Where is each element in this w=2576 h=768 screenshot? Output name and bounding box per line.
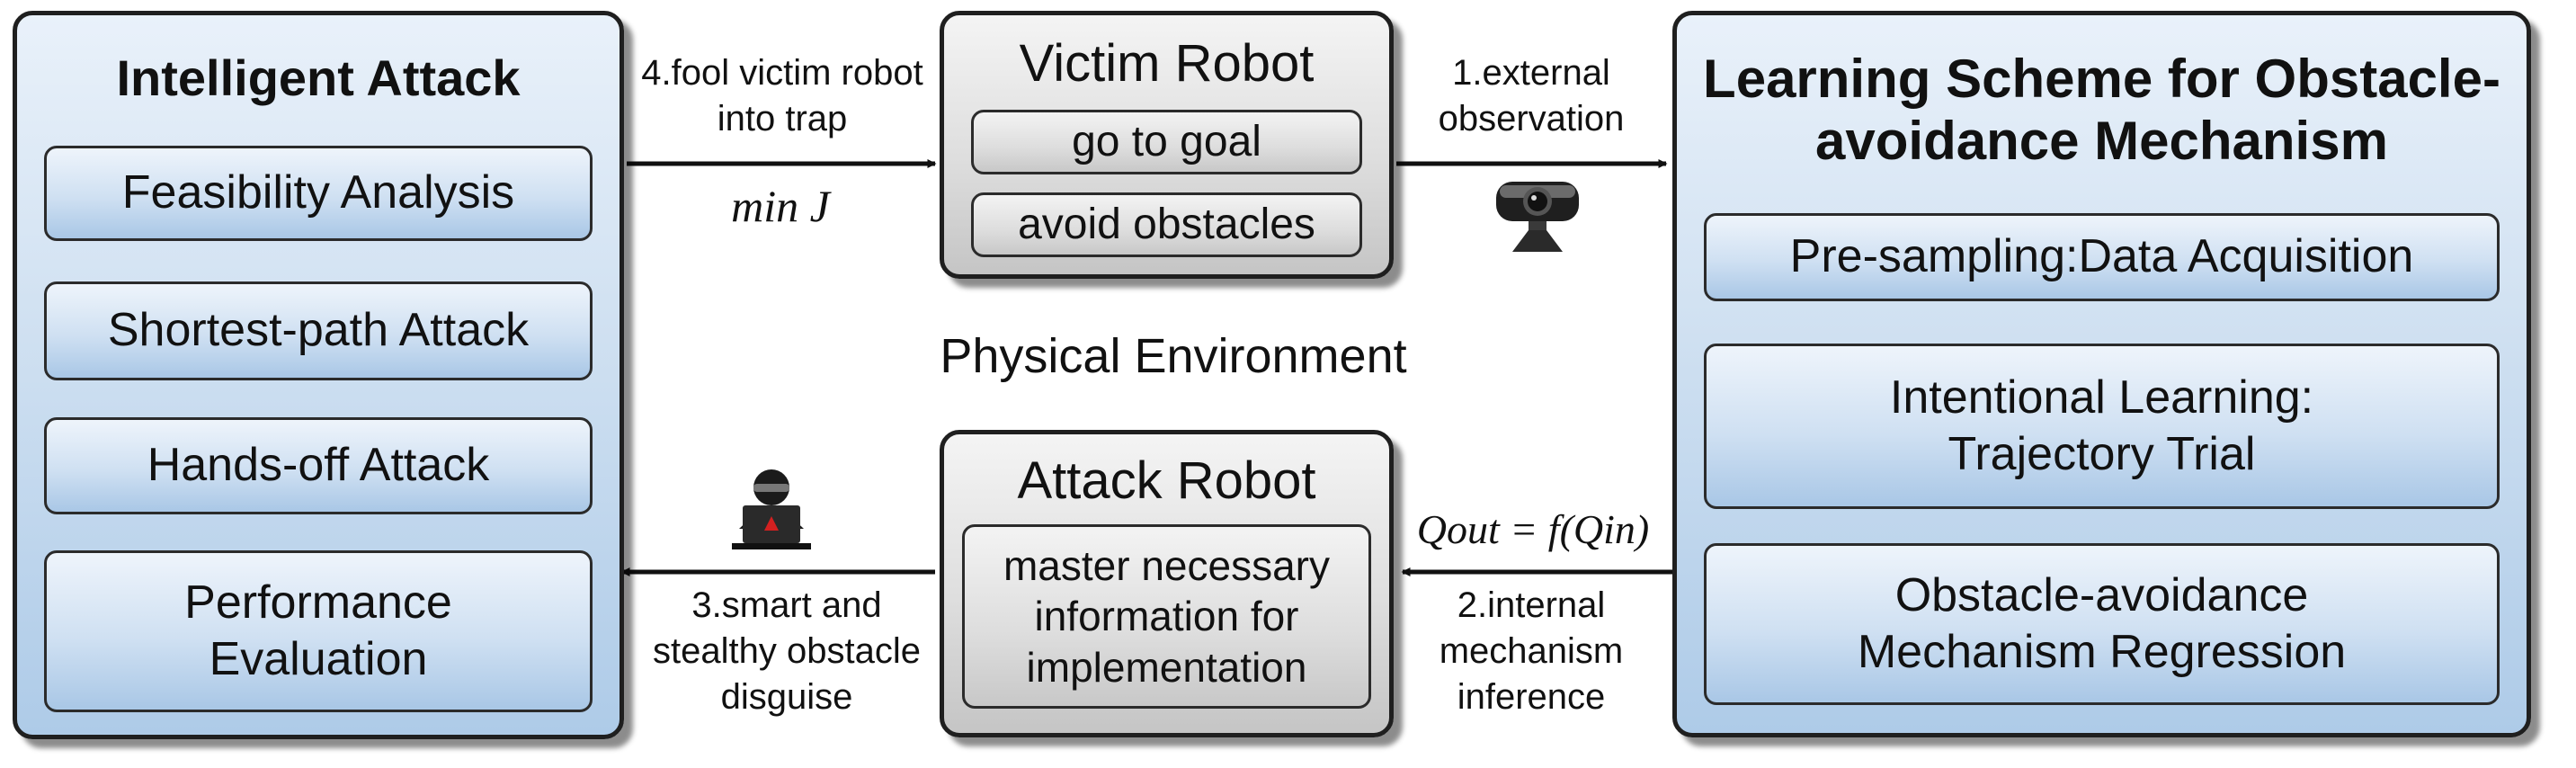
feasibility-analysis-item: Feasibility Analysis: [44, 146, 593, 241]
physical-environment-label: Physical Environment: [940, 329, 1407, 383]
min-j-label: min J: [731, 181, 830, 231]
fool-victim-label: 4.fool victim robot into trap: [641, 53, 923, 139]
master-information-item: master necessary information for impleme…: [962, 524, 1371, 709]
victim-robot-title: Victim Robot: [1019, 34, 1315, 93]
go-to-goal-item: go to goal: [971, 110, 1362, 174]
external-observation-label: 1.external observation: [1438, 53, 1625, 139]
intelligent-attack-title: Intelligent Attack: [116, 49, 521, 106]
shortest-path-attack-item: Shortest-path Attack: [44, 281, 593, 380]
learning-scheme-title: Learning Scheme for Obstacle-avoidance M…: [1703, 49, 2500, 171]
intentional-learning-item: Intentional Learning: Trajectory Trial: [1704, 344, 2500, 509]
intelligent-attack-panel: Intelligent Attack Feasibility Analysis …: [13, 11, 624, 739]
internal-inference-label: 2.internal mechanism inference: [1439, 585, 1624, 718]
webcam-icon: [1496, 182, 1579, 252]
regression-item: Obstacle-avoidance Mechanism Regression: [1704, 543, 2500, 705]
attack-robot-title: Attack Robot: [1017, 451, 1316, 510]
learning-scheme-panel: Learning Scheme for Obstacle-avoidance M…: [1672, 11, 2531, 737]
hacker-laptop-icon: [732, 469, 811, 549]
avoid-obstacles-item: avoid obstacles: [971, 192, 1362, 257]
victim-robot-panel: Victim Robot go to goal avoid obstacles: [940, 11, 1394, 279]
q-equation-label: Qout = f(Qin): [1416, 506, 1650, 552]
attack-robot-panel: Attack Robot master necessary informatio…: [940, 430, 1394, 737]
pre-sampling-item: Pre-sampling:Data Acquisition: [1704, 213, 2500, 301]
hands-off-attack-item: Hands-off Attack: [44, 417, 593, 514]
smart-stealthy-label: 3.smart and stealthy obstacle disguise: [653, 585, 921, 718]
performance-evaluation-item: Performance Evaluation: [44, 550, 593, 712]
